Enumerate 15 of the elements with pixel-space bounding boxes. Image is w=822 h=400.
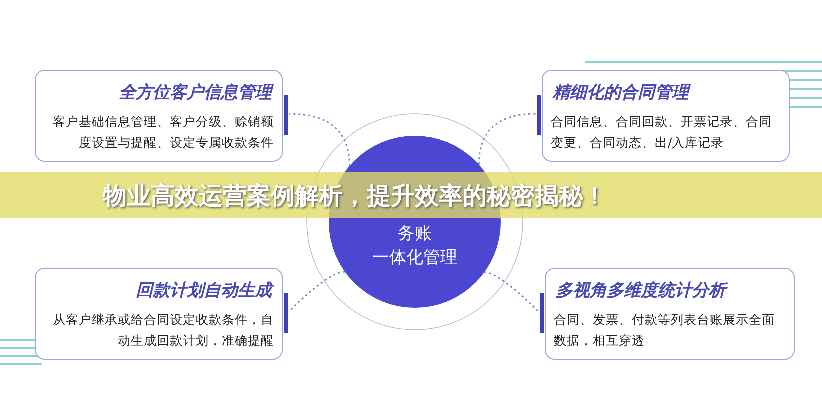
card-description: 合同信息、合同回款、开票记录、合同变更、合同动态、出/入库记录: [551, 113, 773, 152]
card-description: 从客户继承或给合同设定收款条件，自动生成回款计划，准确提醒: [52, 311, 274, 350]
title-text: 物业高效运营案例解析，提升效率的秘密揭秘！: [103, 181, 607, 212]
dotted-connector: [288, 271, 346, 313]
circle-text: 一体化管理: [372, 247, 458, 269]
circle-text: 务账: [397, 223, 433, 245]
card-title: 多视角多维度统计分析: [556, 280, 726, 302]
card-description: 合同、发票、付款等列表台账展示全面数据，相互穿透: [554, 311, 776, 350]
dotted-connector: [484, 272, 540, 313]
card-description: 客户基础信息管理、客户分级、赊销额度设置与提醒、设定专属收款条件: [52, 113, 274, 152]
card-title: 精细化的合同管理: [553, 82, 689, 104]
card-title: 全方位客户信息管理: [119, 82, 272, 104]
dotted-connector: [478, 113, 536, 165]
dotted-connector: [288, 113, 350, 166]
card-title: 回款计划自动生成: [136, 279, 272, 302]
